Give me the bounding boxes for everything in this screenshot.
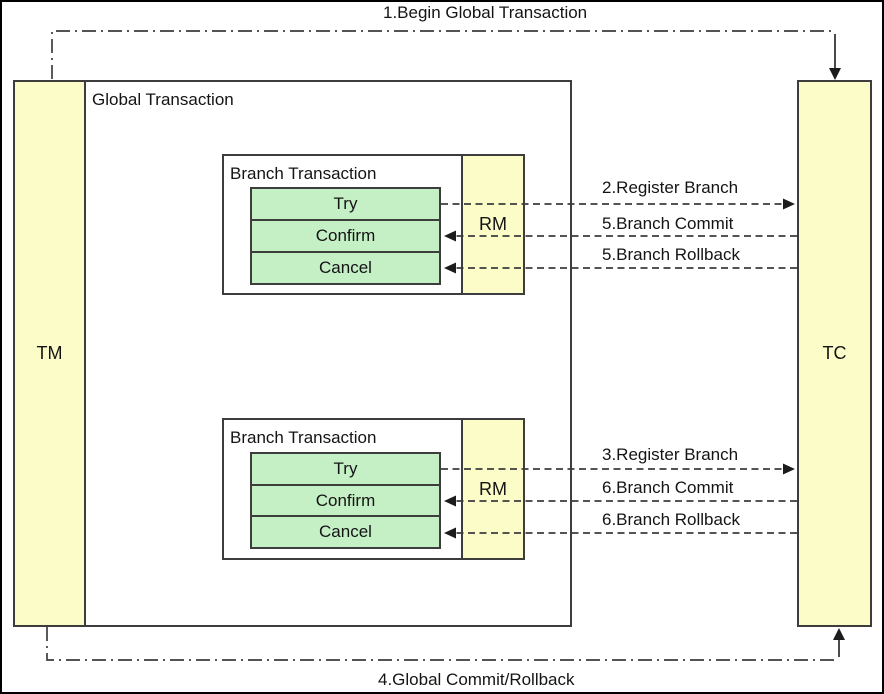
phase-try-1: Try: [252, 189, 439, 221]
connector-line: [46, 627, 839, 661]
begin-global-transaction-connector: [51, 30, 841, 80]
branch-rollback-2-label: 6.Branch Rollback: [602, 510, 740, 529]
global-transaction-title: Global Transaction: [92, 90, 234, 109]
tc-label: TC: [822, 343, 847, 363]
global-commit-rollback-label: 4.Global Commit/Rollback: [378, 670, 575, 689]
arrowhead: [833, 628, 845, 640]
branch-transaction-2-title: Branch Transaction: [230, 428, 377, 447]
phase-try-2: Try: [252, 454, 439, 486]
branch-commit-1-label: 5.Branch Commit: [602, 214, 734, 233]
branch-2-phase-stack: Try Confirm Cancel: [250, 452, 441, 549]
tm-label: TM: [36, 343, 63, 363]
tc-node: TC: [797, 80, 872, 627]
arrowhead: [783, 198, 795, 210]
register-branch-1-label: 2.Register Branch: [602, 178, 739, 197]
global-commit-rollback-connector: [46, 627, 845, 661]
rm-1-node: RM: [461, 154, 525, 295]
arrowhead: [829, 68, 841, 80]
phase-confirm-2: Confirm: [252, 486, 439, 518]
rm-2-node: RM: [461, 418, 525, 560]
branch-commit-2-label: 6.Branch Commit: [602, 478, 734, 497]
begin-global-transaction-label: 1.Begin Global Transaction: [383, 3, 588, 22]
phase-cancel-1: Cancel: [319, 258, 372, 277]
rm-1-label: RM: [479, 214, 507, 234]
phase-cancel-2: Cancel: [319, 522, 372, 542]
register-branch-2-label: 3.Register Branch: [602, 445, 739, 464]
phase-confirm-1: Confirm: [252, 221, 439, 253]
branch-rollback-1-label: 5.Branch Rollback: [602, 245, 740, 264]
connector-line: [51, 30, 835, 79]
tm-node: TM: [13, 80, 86, 627]
arrowhead: [783, 463, 795, 475]
branch-transaction-1-title: Branch Transaction: [230, 164, 377, 183]
rm-2-label: RM: [479, 478, 507, 499]
branch-1-phase-stack: Try Confirm Cancel: [250, 187, 441, 285]
